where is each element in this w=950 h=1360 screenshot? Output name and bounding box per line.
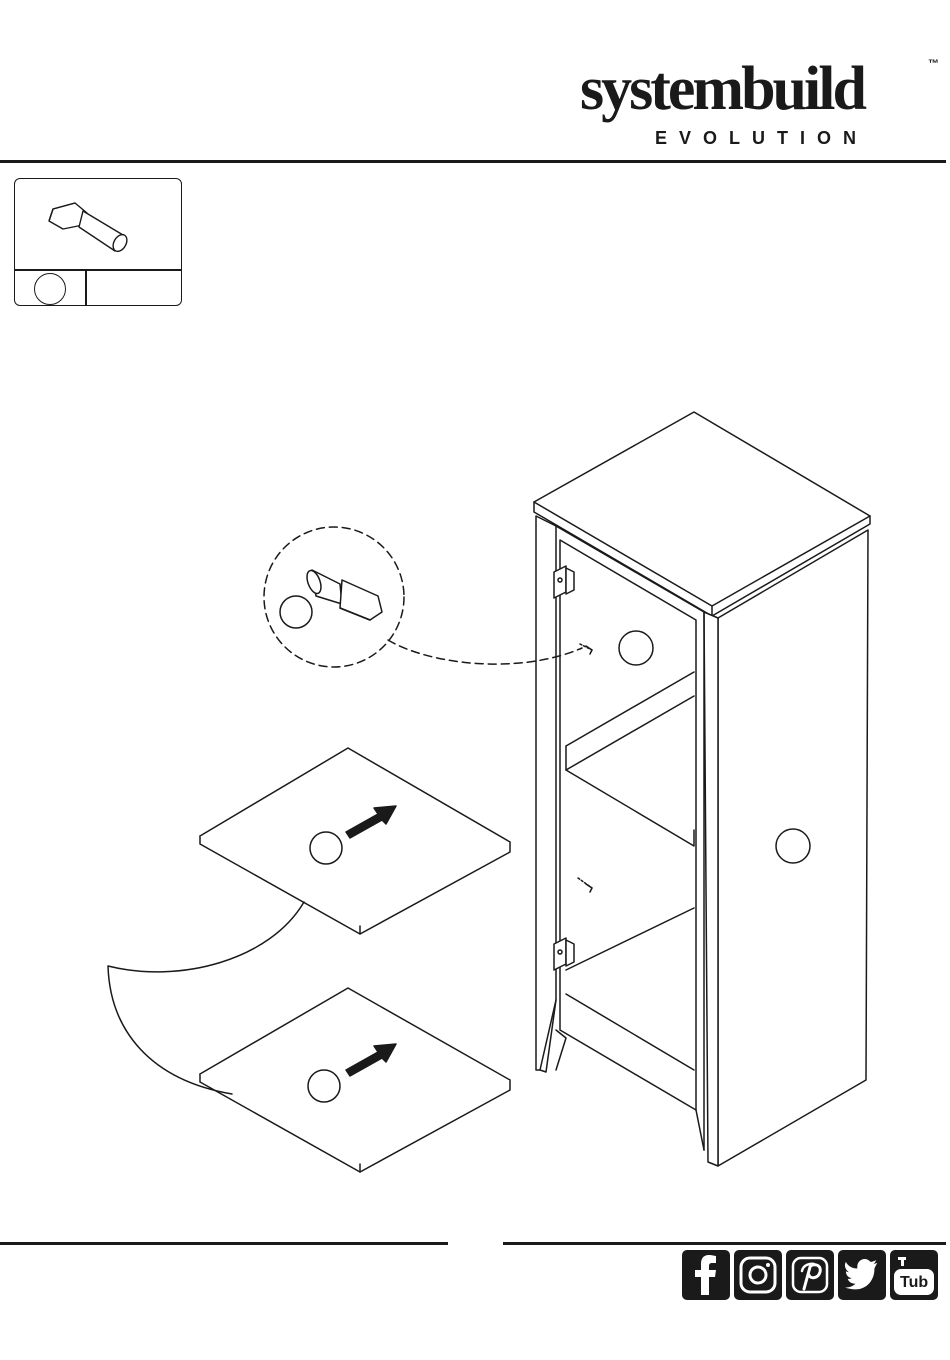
twitter-link[interactable] <box>838 1250 886 1300</box>
facebook-icon <box>691 1255 721 1295</box>
facebook-link[interactable] <box>682 1250 730 1300</box>
assembly-diagram <box>0 0 950 1240</box>
footer-rule-left <box>0 1242 448 1245</box>
footer-rule-right <box>503 1242 946 1245</box>
shelf-panel-lower <box>200 988 510 1172</box>
pinterest-link[interactable] <box>786 1250 834 1300</box>
twitter-icon <box>844 1259 880 1291</box>
shelf-pin-lower <box>578 878 592 892</box>
pinterest-icon <box>790 1255 830 1295</box>
cabinet-back-reference-circle <box>619 631 653 665</box>
pin-detail-callout <box>264 527 582 667</box>
shelf-panel-upper <box>200 748 510 934</box>
instagram-link[interactable] <box>734 1250 782 1300</box>
instagram-icon <box>738 1255 778 1295</box>
social-links: Tub <box>682 1250 938 1300</box>
youtube-label: Tub <box>900 1274 928 1292</box>
cabinet-shelves <box>566 672 694 1070</box>
shelf-pin-upper <box>580 644 592 654</box>
cabinet-front-frame <box>536 516 704 1150</box>
door-hinge-top <box>554 566 574 598</box>
cabinet-side-panel <box>704 530 868 1166</box>
door-hinge-bottom <box>554 938 574 970</box>
youtube-link[interactable]: Tub <box>890 1250 938 1300</box>
